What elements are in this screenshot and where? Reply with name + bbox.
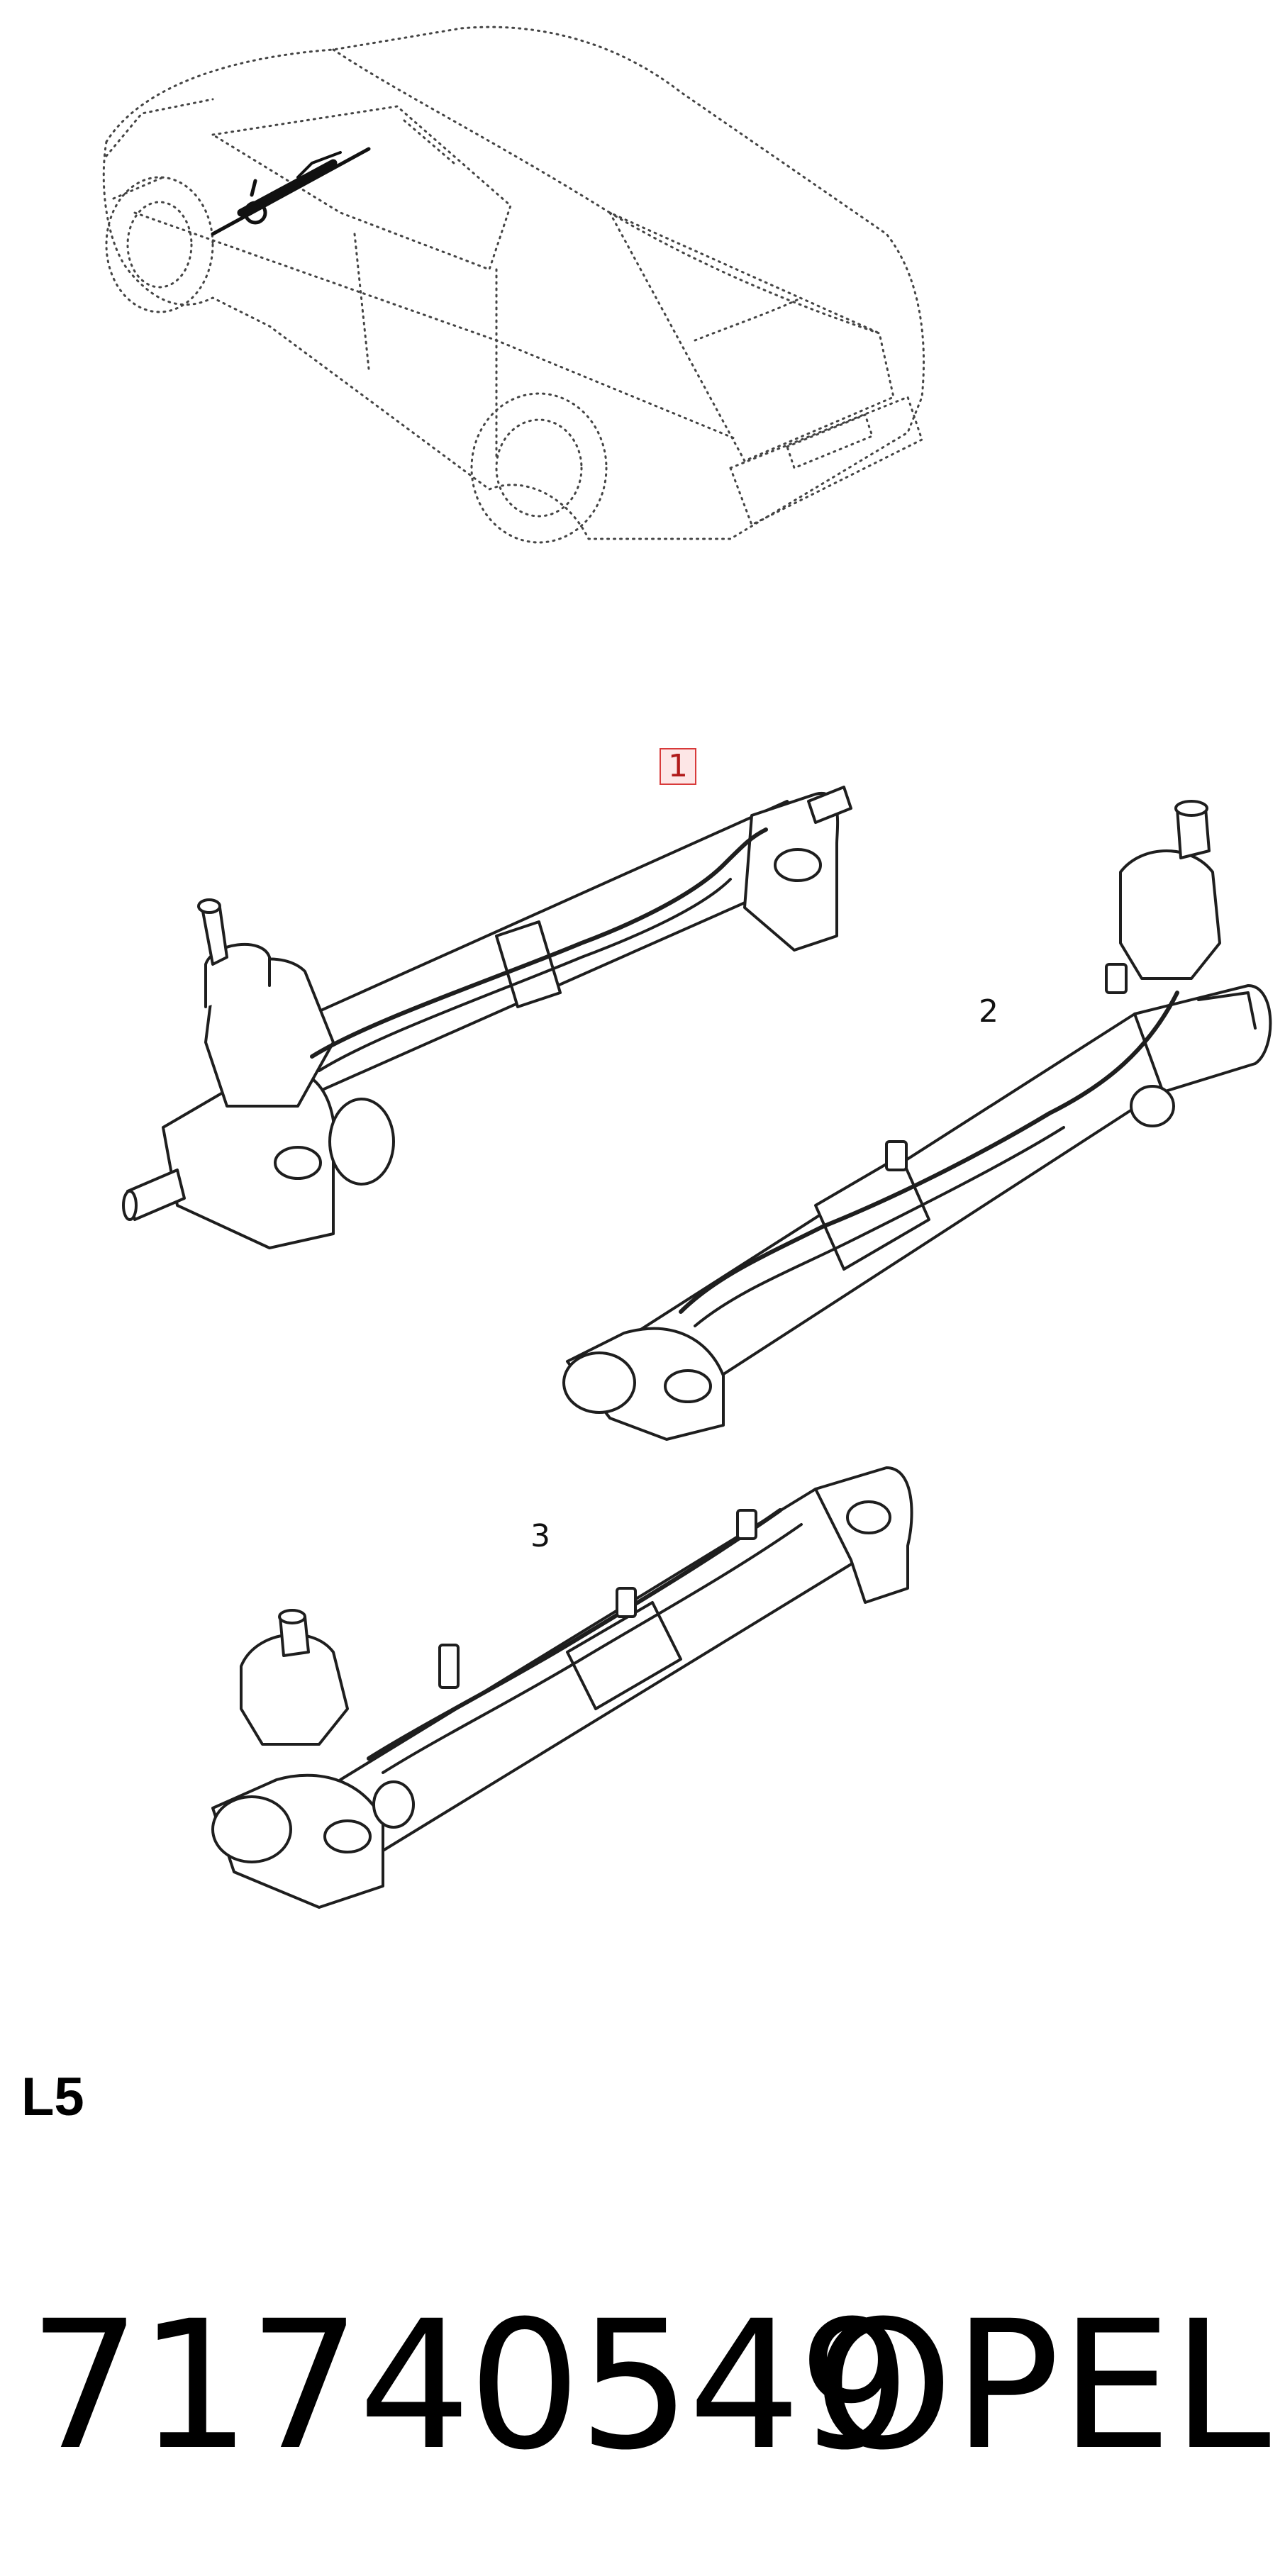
steering-rack-item-3 xyxy=(211,1466,913,1909)
part-number: 71740549 xyxy=(28,2282,911,2489)
vehicle-rack-highlight xyxy=(211,147,371,236)
variant-label: L5 xyxy=(21,2067,84,2127)
steering-rack-item-1 xyxy=(122,786,852,1249)
callout-item-2[interactable]: 2 xyxy=(979,993,998,1030)
vehicle-locator-illustration xyxy=(102,26,925,544)
callout-item-3[interactable]: 3 xyxy=(530,1518,550,1554)
callout-item-1[interactable]: 1 xyxy=(660,748,696,785)
steering-rack-item-2 xyxy=(562,800,1272,1441)
brand-name: OPEL xyxy=(813,2282,1271,2489)
